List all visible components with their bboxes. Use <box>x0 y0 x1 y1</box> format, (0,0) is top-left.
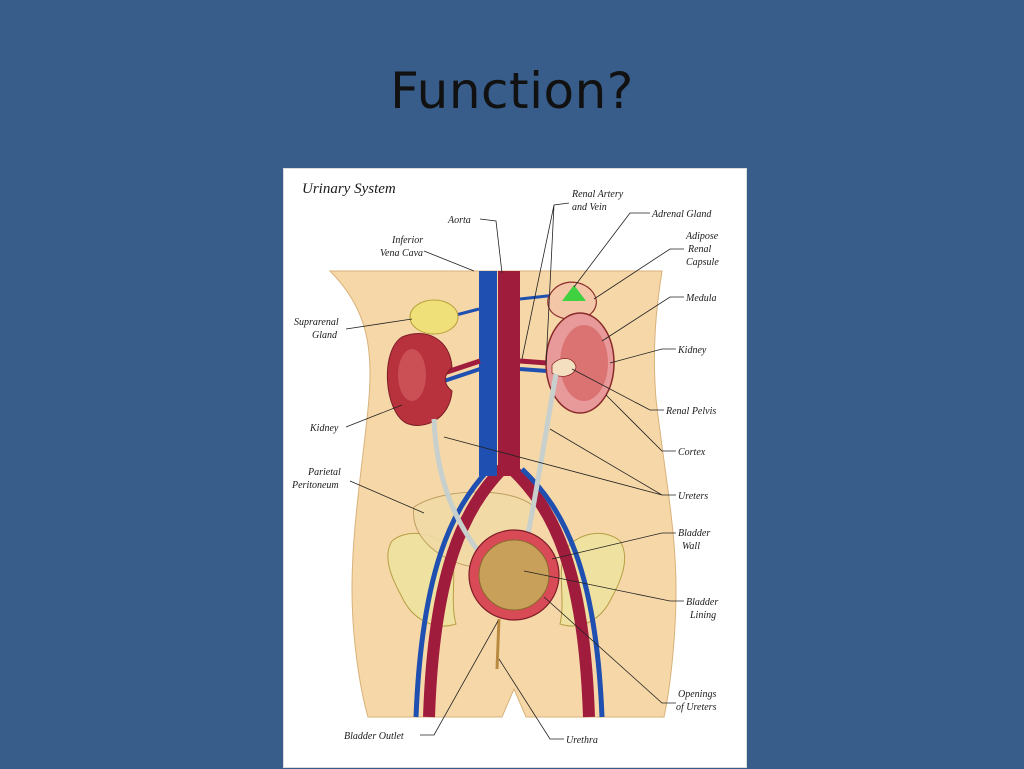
adrenal-gland-green <box>562 285 586 301</box>
label-kidney-right: Kidney <box>677 345 707 356</box>
label-bladder-lining-line1: Bladder <box>686 597 718 608</box>
leader-adipose <box>593 248 684 300</box>
label-suprarenal-line1: Suprarenal <box>294 317 339 328</box>
leader-bladder-outlet <box>420 620 499 736</box>
leader-suprarenal <box>345 318 413 330</box>
label-renal-artery-line2: and Vein <box>572 202 607 213</box>
left-renal-vessels <box>443 358 481 376</box>
label-parietal-line2: Peritoneum <box>291 480 339 491</box>
label-bladder-wall-line2: Wall <box>682 541 700 552</box>
label-adipose-line2: Renal <box>687 244 712 255</box>
suprarenal-gland <box>409 299 459 335</box>
bladder-lining <box>478 539 550 611</box>
leader-bladder-wall <box>551 532 676 560</box>
inferior-vena-cava <box>479 271 497 476</box>
leader-adrenal-gland <box>573 212 650 288</box>
leader-urethra <box>498 658 564 740</box>
urinary-system-figure: Urinary System Aorta Inferior Vena Cava … <box>283 168 747 768</box>
leader-ivc <box>423 250 475 272</box>
label-suprarenal-line2: Gland <box>312 330 338 341</box>
label-openings-line2: of Ureters <box>676 702 717 713</box>
label-ivc-line2: Vena Cava <box>380 248 423 259</box>
left-ureter <box>431 418 491 566</box>
left-iliac-vein <box>413 467 491 718</box>
label-urethra: Urethra <box>566 735 598 746</box>
label-bladder-lining-line2: Lining <box>689 610 716 621</box>
label-adrenal-gland: Adrenal Gland <box>651 209 712 220</box>
leader-aorta <box>479 218 503 274</box>
slide-title: Function? <box>390 62 634 120</box>
left-iliac-artery <box>423 464 507 718</box>
label-kidney-left: Kidney <box>309 423 339 434</box>
label-ivc-line1: Inferior <box>391 235 423 246</box>
label-cortex: Cortex <box>678 447 706 458</box>
leader-ureters <box>443 428 676 496</box>
label-bladder-wall-line1: Bladder <box>678 528 710 539</box>
urinary-diagram: Urinary System Aorta Inferior Vena Cava … <box>291 181 719 746</box>
label-bladder-outlet: Bladder Outlet <box>344 731 404 742</box>
label-renal-artery-line1: Renal Artery <box>571 189 624 200</box>
left-kidney-highlight <box>398 349 426 401</box>
leader-renal-pelvis <box>571 368 664 411</box>
label-renal-pelvis: Renal Pelvis <box>665 406 716 417</box>
adrenal-vessels-left <box>455 307 480 317</box>
urethra-shape <box>495 618 501 670</box>
label-medula: Medula <box>685 293 717 304</box>
label-openings-line1: Openings <box>678 689 716 700</box>
leader-bladder-lining <box>523 570 684 602</box>
leader-kidney-right <box>609 348 676 364</box>
renal-pelvis-shape <box>551 358 577 377</box>
leader-openings <box>543 596 676 704</box>
leader-renal-artery <box>521 202 570 366</box>
aorta <box>498 271 520 476</box>
label-adipose-line1: Adipose <box>685 231 719 242</box>
figure-title: Urinary System <box>302 181 396 197</box>
label-ureters: Ureters <box>678 491 708 502</box>
leader-parietal <box>349 480 425 514</box>
left-renal-vein <box>443 367 481 383</box>
right-iliac-artery <box>507 464 595 718</box>
label-adipose-line3: Capsule <box>686 257 719 268</box>
label-aorta: Aorta <box>447 215 471 226</box>
leader-cortex <box>605 394 676 452</box>
leader-medula <box>601 296 684 342</box>
leader-kidney-left <box>345 404 403 428</box>
label-parietal-line1: Parietal <box>307 467 341 478</box>
